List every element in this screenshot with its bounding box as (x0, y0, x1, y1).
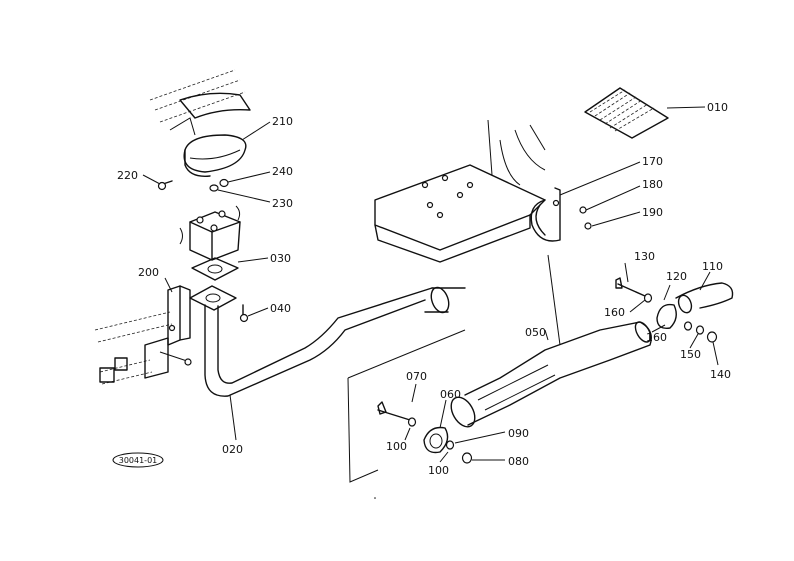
plate-010 (584, 87, 669, 139)
drawing-code: 30041-01 (119, 456, 158, 465)
washer-230 (209, 184, 219, 192)
frame-rails-left (94, 311, 173, 385)
muffler-050 (450, 321, 652, 428)
bracket-200 (144, 285, 192, 379)
part-labels: 010 210 220 240 230 030 200 040 020 170 … (117, 101, 731, 477)
label-050: 050 (525, 326, 546, 339)
washer-150 (695, 325, 705, 335)
label-110: 110 (702, 260, 723, 273)
tailpipe-110 (675, 282, 734, 314)
leader-lines (142, 106, 719, 463)
label-100-right: 100 (428, 464, 449, 477)
label-190: 190 (642, 206, 663, 219)
label-010: 010 (707, 101, 728, 114)
label-210: 210 (272, 115, 293, 128)
clamp-120 (656, 303, 677, 329)
label-150: 150 (680, 348, 701, 361)
nut-080 (461, 452, 473, 464)
label-100-left: 100 (386, 440, 407, 453)
bolt-190 (584, 222, 592, 230)
manifold-flange (179, 205, 241, 261)
washer-100-right (445, 440, 455, 450)
heat-shield-210 (183, 134, 247, 177)
label-200: 200 (138, 266, 159, 279)
washer-160-top (643, 293, 653, 303)
label-230: 230 (272, 197, 293, 210)
gasket-030 (191, 257, 239, 281)
label-130: 130 (634, 250, 655, 263)
label-160-bottom: 160 (646, 331, 667, 344)
label-040: 040 (270, 302, 291, 315)
label-070: 070 (406, 370, 427, 383)
muffler-section-frame (347, 329, 466, 483)
washer-100-left (407, 417, 417, 427)
washer-160-bottom (683, 321, 693, 331)
bolt-070 (377, 401, 411, 421)
bolt-220 (157, 180, 173, 191)
label-090: 090 (508, 427, 529, 440)
frame-rails-top (149, 69, 251, 136)
label-020: 020 (222, 443, 243, 456)
chassis-plate (374, 119, 546, 263)
label-180: 180 (642, 178, 663, 191)
exhaust-pipe-020 (204, 286, 466, 397)
label-120: 120 (666, 270, 687, 283)
label-060: 060 (440, 388, 461, 401)
label-160-top: 160 (604, 306, 625, 319)
nut-240 (219, 178, 229, 188)
drawing-code-stamp: 30041-01 (112, 452, 164, 468)
label-240: 240 (272, 165, 293, 178)
label-220: 220 (117, 169, 138, 182)
nut-040 (239, 304, 249, 323)
label-140: 140 (710, 368, 731, 381)
label-170: 170 (642, 155, 663, 168)
hanger-bracket-170 (530, 187, 561, 242)
clamp-060 (423, 426, 449, 454)
label-030: 030 (270, 252, 291, 265)
pipe-flange (189, 285, 237, 311)
nut-140 (706, 331, 718, 343)
bolt-180 (579, 206, 587, 214)
bolt-130 (615, 277, 646, 297)
label-080: 080 (508, 455, 529, 468)
